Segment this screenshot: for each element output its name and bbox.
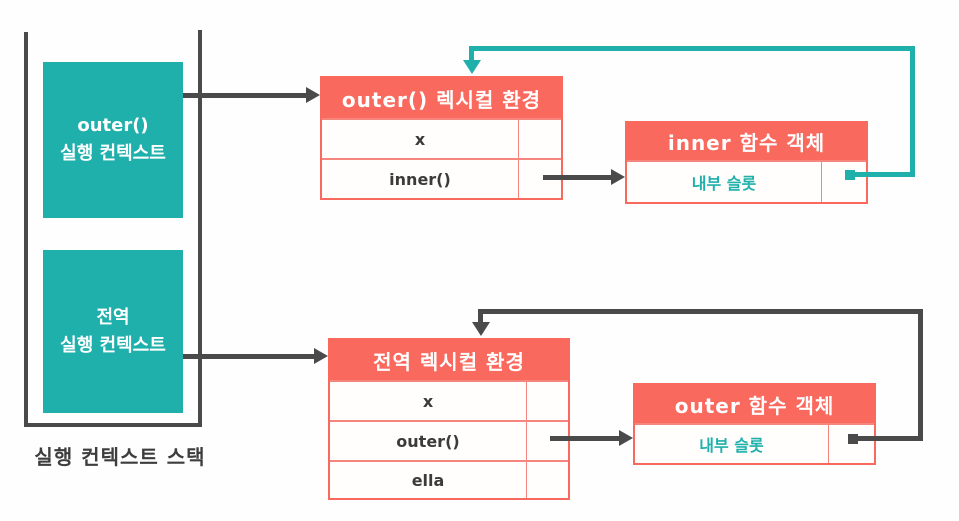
table-outer-fn-object: outer 함수 객체 내부 슬롯: [633, 383, 876, 465]
teal-connector-arrow-head-icon: [463, 60, 481, 74]
row-value-cell: [518, 120, 561, 158]
row-value-cell: [526, 422, 568, 460]
row-label: x: [422, 391, 434, 411]
table-row: x: [330, 380, 568, 420]
table-outer-lexical-env: outer() 렉시컬 환경 x inner(): [320, 76, 563, 200]
row-value-cell: [526, 462, 568, 498]
table-row: ella: [330, 460, 568, 498]
stack-bottom-wall: [24, 423, 202, 427]
row-value-cell: [518, 160, 561, 198]
row-label: outer(): [396, 431, 460, 451]
stack-frame-global-execution-context: 전역 실행 컨텍스트: [43, 250, 183, 413]
frame-label-line2: 실행 컨텍스트: [60, 143, 166, 164]
arrow-global-frame-to-global-lex-line: [183, 354, 316, 359]
dark-connector-bottom-segment: [853, 436, 923, 441]
row-value-cell: [828, 425, 874, 463]
row-value-cell: [821, 162, 866, 202]
stack-left-wall: [24, 32, 28, 427]
stack-caption: 실행 컨텍스트 스택: [34, 445, 206, 469]
arrow-global-frame-to-global-lex-head-icon: [314, 348, 328, 364]
table-row: outer(): [330, 420, 568, 460]
table-row: 내부 슬롯: [635, 423, 874, 463]
dark-connector-top-segment: [478, 309, 923, 314]
row-label: 내부 슬롯: [691, 174, 757, 193]
table-global-lexical-env: 전역 렉시컬 환경 x outer() ella: [328, 338, 570, 500]
teal-connector-bottom-segment: [850, 172, 915, 177]
arrow-outer-row-to-outer-obj-line: [550, 436, 621, 441]
dark-connector-right-segment: [918, 309, 923, 441]
stack-right-wall: [198, 30, 202, 427]
table-row: inner(): [322, 158, 561, 198]
table-outer-lexical-env-title: outer() 렉시컬 환경: [322, 78, 561, 118]
row-label: 내부 슬롯: [699, 436, 764, 455]
arrow-outer-row-to-outer-obj-head-icon: [619, 430, 633, 446]
dark-connector-arrow-head-icon: [472, 322, 490, 336]
row-label: inner(): [389, 169, 451, 189]
arrow-outer-frame-to-outer-lex-head-icon: [306, 87, 320, 103]
frame-label-line1: outer(): [77, 115, 149, 137]
frame-label-line2: 실행 컨텍스트: [60, 334, 166, 356]
row-value-cell: [526, 382, 568, 420]
arrow-inner-row-to-inner-obj-head-icon: [611, 169, 625, 185]
row-label: x: [414, 129, 426, 149]
table-row: 내부 슬롯: [627, 160, 866, 202]
table-row: x: [322, 118, 561, 158]
frame-label-line1: 전역: [96, 306, 130, 328]
teal-connector-stem-segment: [469, 46, 474, 62]
arrow-inner-row-to-inner-obj-line: [543, 175, 613, 180]
dark-connector-stem-segment: [478, 309, 483, 324]
stack-frame-outer-execution-context: outer() 실행 컨텍스트: [43, 62, 183, 218]
table-inner-fn-object-title: inner 함수 객체: [627, 123, 866, 160]
row-label: ella: [411, 470, 445, 490]
table-inner-fn-object: inner 함수 객체 내부 슬롯: [625, 121, 868, 204]
teal-connector-top-segment: [469, 46, 915, 51]
arrow-outer-frame-to-outer-lex-line: [183, 93, 309, 98]
teal-connector-right-segment: [910, 46, 915, 177]
table-outer-fn-object-title: outer 함수 객체: [635, 385, 874, 423]
table-global-lexical-env-title: 전역 렉시컬 환경: [330, 340, 568, 380]
